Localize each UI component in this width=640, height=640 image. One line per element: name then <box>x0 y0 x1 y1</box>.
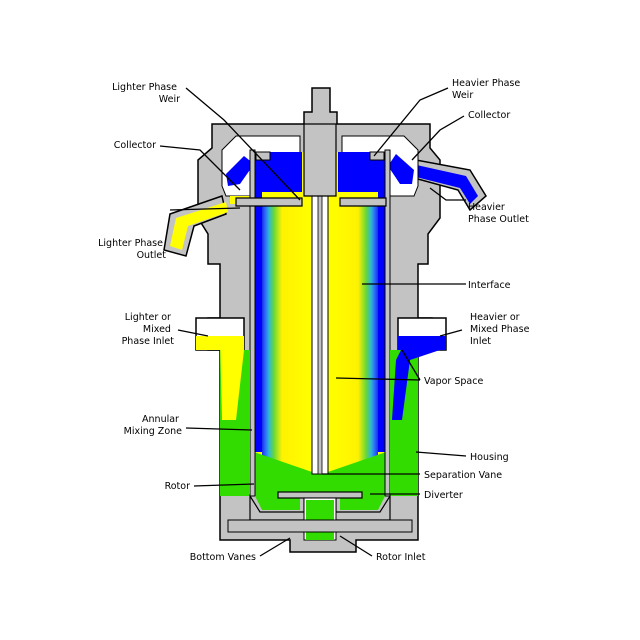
left-collector-blue <box>226 156 254 186</box>
label-interface: Interface <box>468 280 511 291</box>
right-collector-blue <box>388 154 414 184</box>
interface-left <box>262 200 312 470</box>
heavier-inlet-flow <box>398 336 446 350</box>
leader-lines <box>159 87 467 557</box>
label-diverter: Diverter <box>424 490 463 501</box>
labels: Lighter Phase Weir Heavier Phase Weir Co… <box>98 78 532 563</box>
label-collector-right: Collector <box>468 110 510 121</box>
label-heavier-phase-weir: Heavier Phase Weir <box>452 78 523 101</box>
label-annular-mixing-zone: Annular Mixing Zone <box>124 414 183 437</box>
label-lighter-mixed-phase-inlet: Lighter or Mixed Phase Inlet <box>122 312 175 347</box>
label-vapor-space: Vapor Space <box>424 376 483 387</box>
lighter-outlet-flow <box>170 202 228 250</box>
heavier-phase-right <box>378 152 386 452</box>
label-separation-vane: Separation Vane <box>424 470 502 481</box>
annular-inlet-yellow <box>220 336 244 420</box>
shaft-top <box>303 123 337 197</box>
interface-right <box>328 200 378 470</box>
lighter-inlet-flow <box>196 336 244 350</box>
heavier-phase-weir <box>339 197 387 207</box>
left-collector-lip <box>255 151 271 161</box>
label-housing: Housing <box>470 452 509 463</box>
diverter <box>277 491 363 499</box>
bottom-vanes <box>227 519 413 533</box>
separation-vane <box>317 195 323 475</box>
label-collector-left: Collector <box>114 140 156 151</box>
heavier-phase-left <box>254 152 262 452</box>
label-heavier-phase-outlet: Heavier Phase Outlet <box>468 202 529 225</box>
rotor-wall-right <box>384 149 391 497</box>
label-lighter-phase-outlet: Lighter Phase Outlet <box>98 238 166 261</box>
lighter-phase-weir <box>235 197 303 207</box>
label-lighter-phase-weir: Lighter Phase Weir <box>112 82 180 105</box>
label-bottom-vanes: Bottom Vanes <box>190 552 256 563</box>
label-heavier-mixed-phase-inlet: Heavier or Mixed Phase Inlet <box>470 312 532 347</box>
label-rotor: Rotor <box>165 481 191 492</box>
rotor-bottom-green <box>255 496 300 510</box>
annular-inlet-blue <box>392 336 440 420</box>
rotor-bottom-green-right <box>340 496 385 510</box>
heavier-outlet-flow <box>412 164 478 204</box>
label-rotor-inlet: Rotor Inlet <box>376 552 426 563</box>
